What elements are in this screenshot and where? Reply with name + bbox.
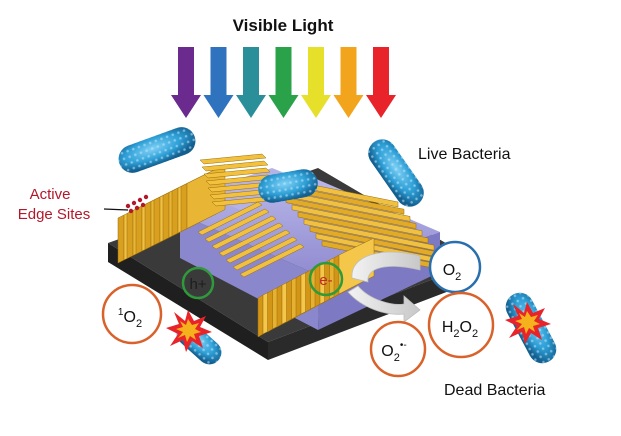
live-bacterium-right <box>368 139 424 207</box>
nanosheet <box>126 210 134 259</box>
nanosheet <box>295 274 302 318</box>
singlet-label: O <box>123 309 135 326</box>
svg-text:H2O2: H2O2 <box>442 319 478 340</box>
active-edge-label-line2: Edge Sites <box>18 206 91 223</box>
active-edge-dots <box>125 194 149 214</box>
superoxide-subscript: 2 <box>394 352 400 364</box>
nanosheet <box>199 153 267 165</box>
hole-label: h+ <box>189 276 206 293</box>
nanosheet <box>144 201 152 250</box>
nanosheet <box>276 284 283 328</box>
nanosheet <box>297 211 429 244</box>
nanosheet <box>225 229 291 264</box>
nanosheet <box>285 197 417 229</box>
hydrogen-peroxide-circle: H2O2 <box>427 291 495 359</box>
visible-light-arrows <box>171 47 396 118</box>
superoxide-circle: O2•- <box>369 320 427 378</box>
nanosheet <box>218 222 284 257</box>
svg-text:O2•-: O2•- <box>381 340 406 364</box>
nanosheet <box>180 183 188 232</box>
nanosheet <box>203 167 271 179</box>
o2-subscript: 2 <box>455 271 461 283</box>
light-arrow-3 <box>236 47 266 118</box>
diagram-title: Visible Light <box>233 16 334 35</box>
nanosheet <box>117 214 125 264</box>
singlet-superscript: 1 <box>118 307 124 318</box>
superoxide-label: O <box>381 343 393 360</box>
active-edge-label-line1: Active <box>30 186 71 203</box>
light-arrow-7 <box>366 47 396 118</box>
h2o2-o: O <box>460 319 472 336</box>
light-arrow-1 <box>171 47 201 118</box>
light-arrow-5 <box>301 47 331 118</box>
nanosheet <box>303 218 435 251</box>
nanosheet <box>135 205 143 255</box>
live-bacterium-left <box>118 127 196 173</box>
h2o2-sub1: 2 <box>453 328 459 340</box>
light-arrow-6 <box>333 47 364 118</box>
nanosheet <box>201 160 269 172</box>
svg-text:1O2: 1O2 <box>118 307 142 330</box>
charge-transfer-arrow <box>347 251 421 323</box>
h2o2-h: H <box>442 319 454 336</box>
svg-text:O2: O2 <box>443 262 462 283</box>
nanosheet <box>239 243 305 278</box>
nanosheet <box>211 215 277 250</box>
nanosheet <box>267 289 273 333</box>
nanosheet-stack-left <box>117 164 226 264</box>
o2-label: O <box>443 262 455 279</box>
h2o2-sub2: 2 <box>472 328 478 340</box>
nanosheet <box>257 294 264 338</box>
live-bacterium-center <box>258 169 318 203</box>
nanosheet <box>197 201 263 236</box>
nanosheet <box>171 187 179 237</box>
burst-right-icon <box>505 302 551 344</box>
singlet-oxygen-circle: 1O2 <box>101 283 163 345</box>
superoxide-superscript: •- <box>400 340 407 351</box>
dead-bacteria-label: Dead Bacteria <box>444 382 545 399</box>
light-arrow-4 <box>268 47 299 118</box>
nanosheet-stack-middle <box>197 201 305 278</box>
electron-marker: e- <box>308 261 344 297</box>
singlet-subscript: 2 <box>136 318 142 330</box>
nanosheet <box>153 196 161 246</box>
nanosheet <box>286 279 292 323</box>
burst-left-icon <box>166 310 212 352</box>
nanosheet <box>232 236 298 271</box>
live-bacteria-label: Live Bacteria <box>418 146 511 163</box>
light-arrow-2 <box>203 47 234 118</box>
active-edge-leader-line <box>103 208 129 211</box>
oxygen-circle: O2 <box>428 240 482 294</box>
hole-marker: h+ <box>181 266 215 300</box>
nanosheet <box>204 208 270 243</box>
nanosheet <box>291 204 423 237</box>
nanosheet <box>162 192 170 241</box>
electron-label: e- <box>319 272 332 289</box>
